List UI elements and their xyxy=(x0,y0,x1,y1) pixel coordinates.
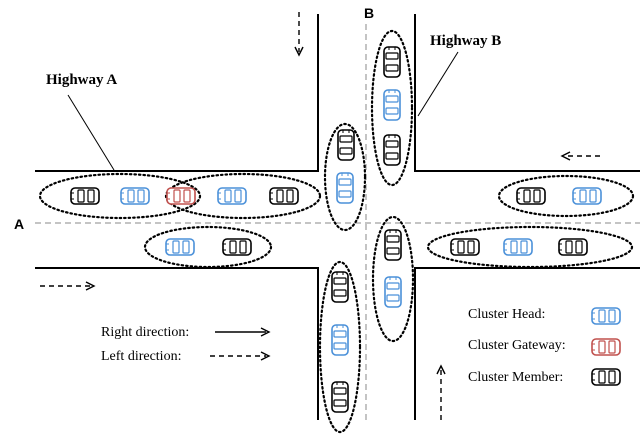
legend-cluster-member-label: Cluster Member: xyxy=(468,370,563,385)
center-lines xyxy=(35,24,640,420)
car-head xyxy=(217,187,247,205)
vehicle-legend: Cluster Head: Cluster Gateway: Cluster M… xyxy=(468,307,621,386)
road-edge-top-left xyxy=(35,14,319,172)
car-member xyxy=(558,238,588,256)
road-label-a: A xyxy=(14,216,24,232)
legend-right-direction-head xyxy=(260,327,271,337)
car-member xyxy=(383,46,401,78)
legend-cluster-gateway-label: Cluster Gateway: xyxy=(468,338,566,353)
car-member xyxy=(516,187,546,205)
car-member xyxy=(331,271,349,303)
arrow-right-left-road-head xyxy=(85,281,96,291)
car-head xyxy=(331,324,349,356)
car-head xyxy=(383,89,401,121)
cluster-highway-a-top-1 xyxy=(38,172,202,220)
legend-left-direction-head xyxy=(260,351,271,361)
highway-b-pointer xyxy=(417,51,459,117)
car-gateway xyxy=(166,187,196,205)
highway-a-label: Highway A xyxy=(46,72,117,88)
legend-cluster-gateway-icon xyxy=(591,338,621,356)
arrow-up-bottom-head xyxy=(436,364,446,375)
car-head xyxy=(120,187,150,205)
car-member xyxy=(384,229,402,261)
car-member xyxy=(450,238,480,256)
car-member xyxy=(383,134,401,166)
car-head xyxy=(572,187,602,205)
road-edge-top-right xyxy=(414,14,640,172)
legend-cluster-member-icon xyxy=(591,368,621,386)
road-label-b: B xyxy=(364,5,374,21)
car-member xyxy=(222,238,252,256)
cluster-highway-a-top-2 xyxy=(164,172,322,220)
legend-cluster-head-icon xyxy=(591,307,621,325)
road-direction-arrows xyxy=(40,12,600,420)
car-head xyxy=(503,238,533,256)
highway-b-label: Highway B xyxy=(430,33,501,49)
legend-cluster-head-label: Cluster Head: xyxy=(468,307,545,322)
cluster-highway-b-bottom xyxy=(318,260,362,434)
direction-legend: Right direction: Left direction: xyxy=(101,325,271,364)
cluster-highway-a-bottom-right xyxy=(426,225,634,269)
arrow-left-right-road-head xyxy=(560,151,571,161)
car-member xyxy=(337,129,355,161)
car-head xyxy=(165,238,195,256)
car-member xyxy=(70,187,100,205)
cluster-highway-a-top-right xyxy=(497,174,635,218)
car-member xyxy=(331,381,349,413)
cluster-highway-b-center xyxy=(323,122,367,232)
road-edges xyxy=(35,14,640,420)
road-edge-bottom-left xyxy=(35,267,319,420)
car-head xyxy=(336,172,354,204)
arrow-down-top-head xyxy=(294,46,304,57)
road-edge-bottom-right xyxy=(414,267,640,420)
cluster-highway-a-bottom-left xyxy=(143,225,273,269)
legend-left-direction-label: Left direction: xyxy=(101,349,181,364)
cluster-highway-b-top xyxy=(370,29,414,187)
vehicles-horizontal xyxy=(70,187,602,256)
clusters xyxy=(38,29,635,434)
legend-right-direction-label: Right direction: xyxy=(101,325,189,340)
car-head xyxy=(384,276,402,308)
car-member xyxy=(269,187,299,205)
highway-a-pointer xyxy=(67,94,115,171)
cluster-highway-b-right xyxy=(371,215,415,343)
